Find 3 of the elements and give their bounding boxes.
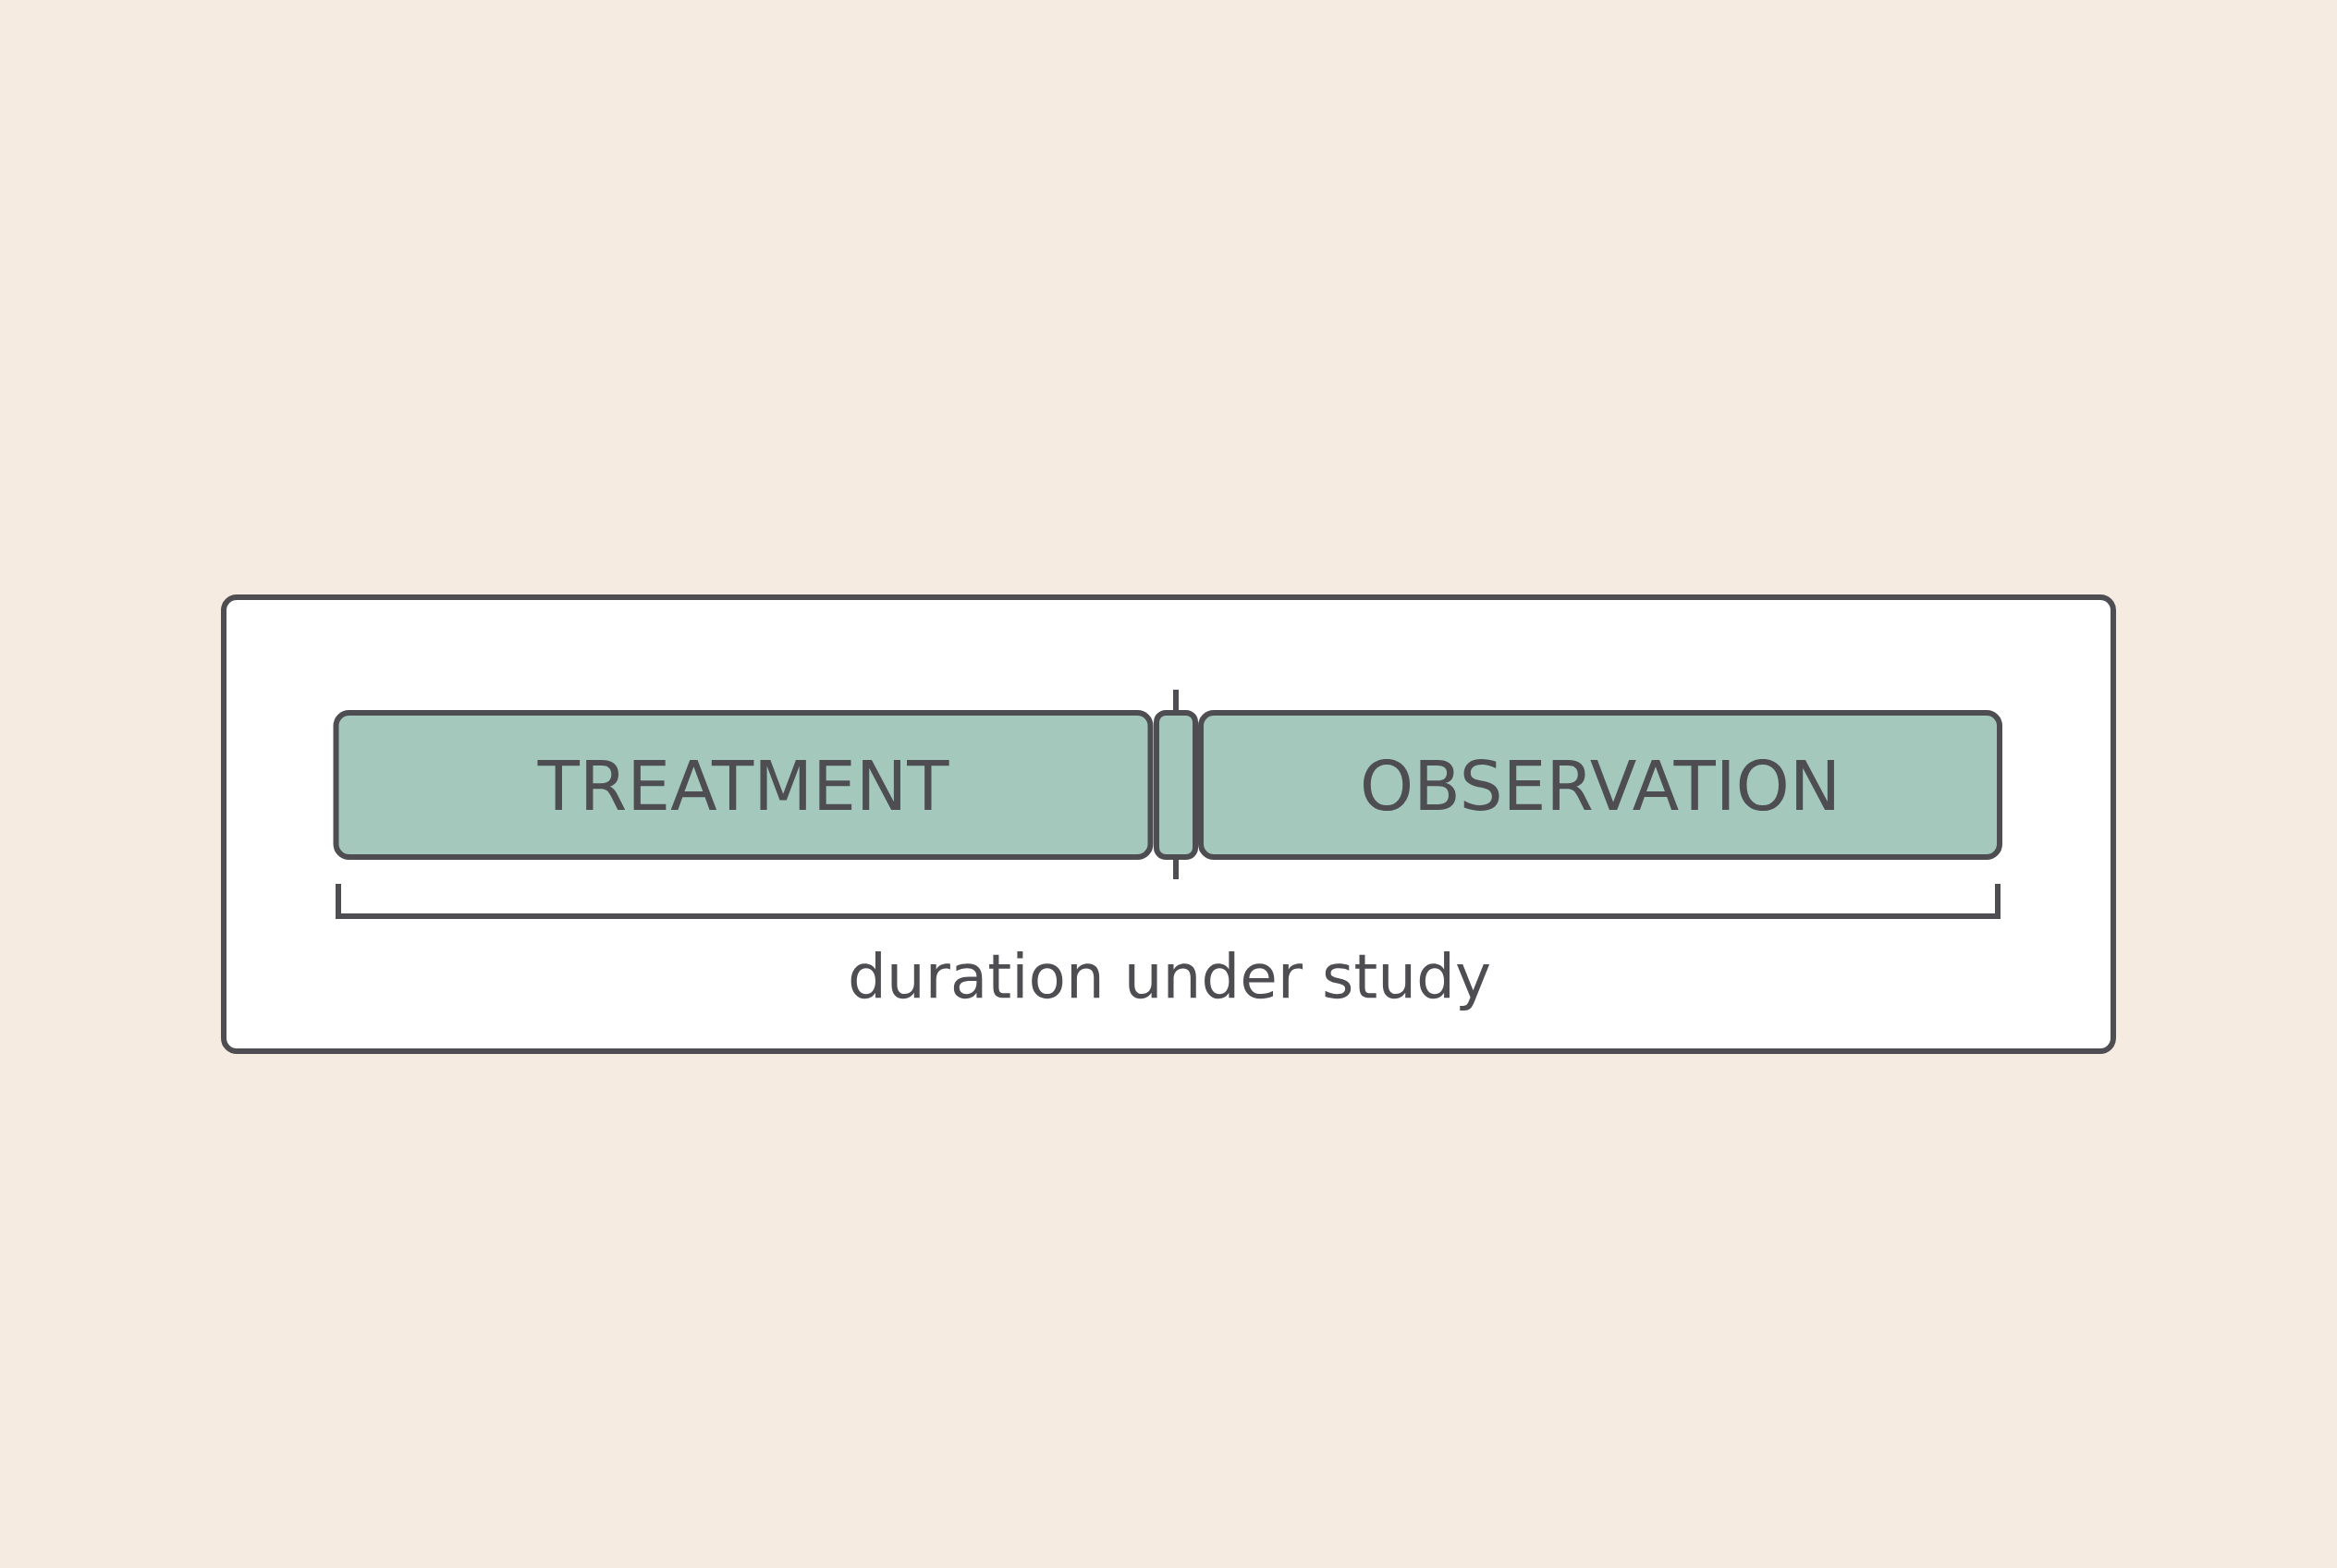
phase-bar: TREATMENT [333,710,1154,860]
caption-text: duration under study [850,951,1490,1011]
phase-bar: OBSERVATION [1198,710,2002,860]
